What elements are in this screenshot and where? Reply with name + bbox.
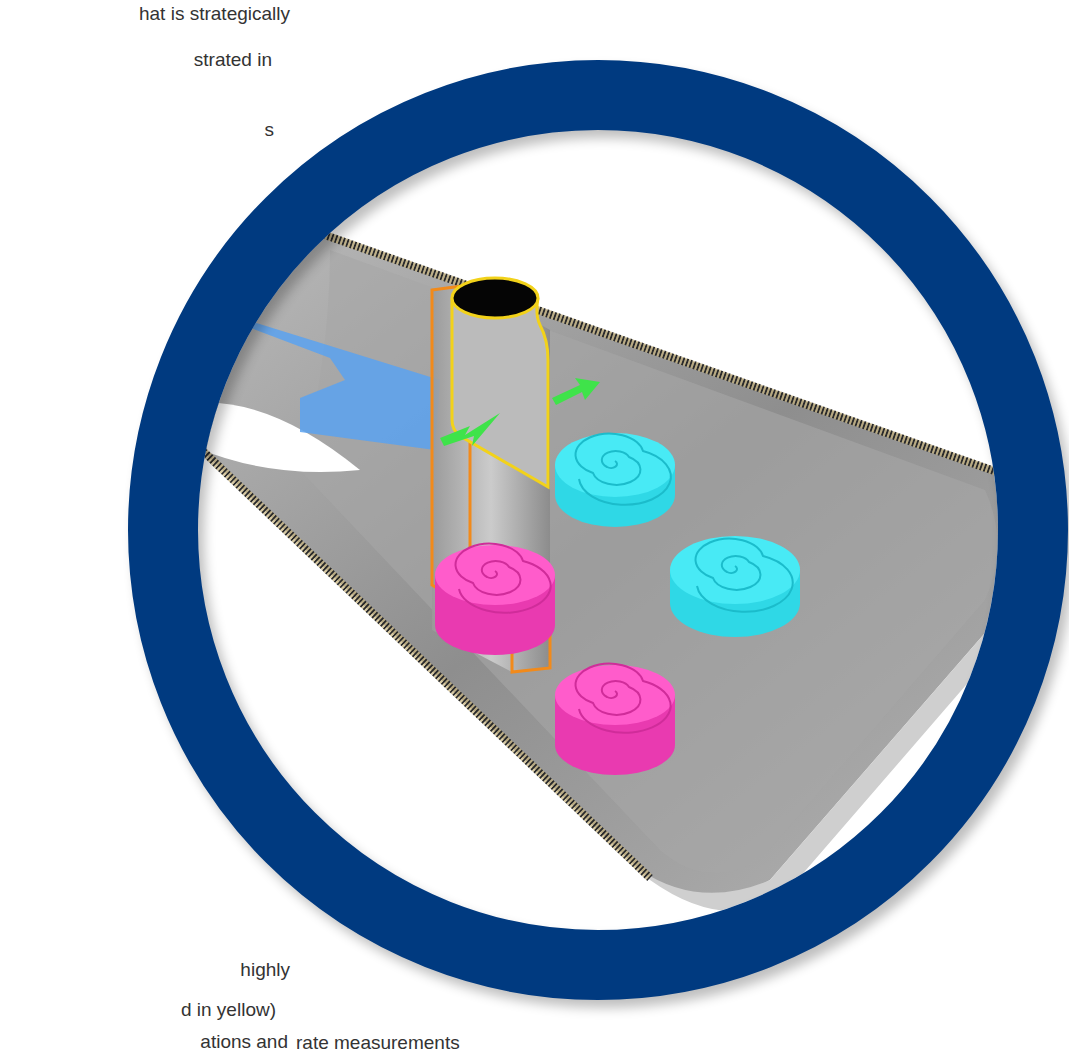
green-arrow [552,378,600,405]
spiral-disc [670,536,800,637]
spiral-disc [555,433,675,527]
spiral-disc [555,664,675,775]
green-arrow [440,413,500,446]
text-fragment: rate measurements [296,1031,460,1054]
pipe-inner [300,250,998,873]
text-fragment: highly [240,958,290,981]
probe-head [452,298,548,487]
text-fragment: strated in [194,48,272,71]
text-fragment: s [265,118,275,141]
text-fragment: hat is strategically [139,2,290,25]
text-fragment: d in yellow) [181,998,276,1021]
spiral-disc [435,544,555,655]
text-fragment: ations and [200,1030,288,1053]
probe-opening [452,278,538,318]
lens-ring [163,95,1033,965]
